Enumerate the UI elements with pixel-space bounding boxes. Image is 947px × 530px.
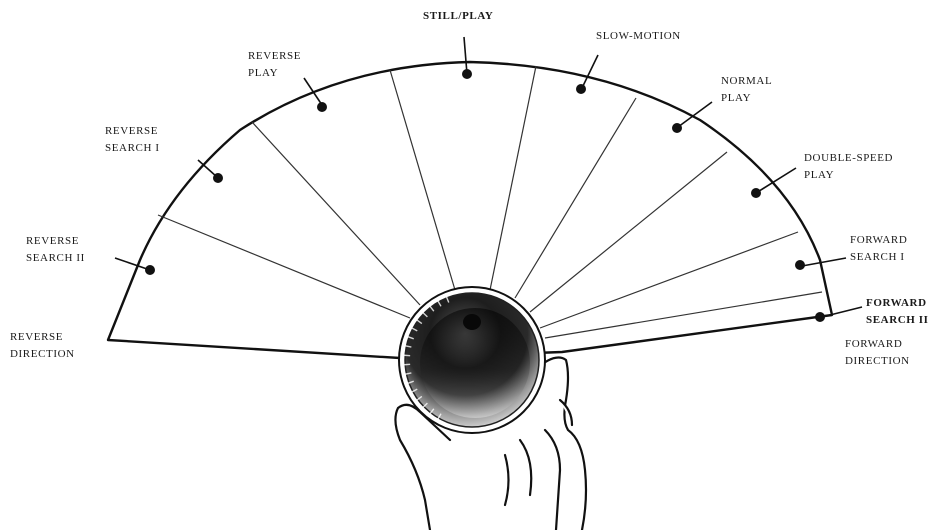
label-still-play: STILL/PLAY: [423, 8, 493, 25]
segment-divider-line: [515, 98, 636, 298]
label-text: REVERSE: [248, 48, 301, 65]
label-text: DOUBLE-SPEED: [804, 150, 893, 167]
leader-line: [464, 37, 467, 74]
shuttle-knob-icon: [399, 287, 545, 433]
label-reverse-search-1: REVERSE SEARCH I: [105, 123, 160, 157]
label-forward-search-2: FORWARD SEARCH II: [866, 295, 929, 329]
label-text: FORWARD: [866, 295, 929, 312]
label-text: FORWARD: [845, 336, 910, 353]
segment-divider-line: [390, 70, 455, 290]
label-reverse-play: REVERSE PLAY: [248, 48, 301, 82]
segment-divider-line: [530, 152, 727, 312]
label-text: SEARCH II: [866, 312, 929, 329]
label-text: REVERSE: [10, 329, 75, 346]
segment-divider-line: [252, 122, 420, 305]
label-text: STILL/PLAY: [423, 8, 493, 25]
label-text: SEARCH II: [26, 250, 85, 267]
label-text: SEARCH I: [850, 249, 907, 266]
label-forward-search-1: FORWARD SEARCH I: [850, 232, 907, 266]
label-forward-direction: FORWARD DIRECTION: [845, 336, 910, 370]
knob-knurl-tick: [402, 364, 410, 365]
position-dot: [317, 102, 327, 112]
segment-divider-line: [490, 66, 536, 290]
label-text: NORMAL: [721, 73, 772, 90]
knob-knurl-tick: [402, 355, 410, 356]
leader-line: [802, 258, 846, 266]
label-text: DIRECTION: [10, 346, 75, 363]
leader-line: [822, 307, 862, 317]
leader-line: [304, 78, 322, 105]
label-reverse-direction: REVERSE DIRECTION: [10, 329, 75, 363]
label-text: DIRECTION: [845, 353, 910, 370]
label-text: SEARCH I: [105, 140, 160, 157]
leader-line: [115, 258, 150, 270]
label-text: PLAY: [248, 65, 301, 82]
segment-divider-line: [545, 292, 822, 338]
label-text: PLAY: [804, 167, 893, 184]
label-double-speed-play: DOUBLE-SPEED PLAY: [804, 150, 893, 184]
label-reverse-search-2: REVERSE SEARCH II: [26, 233, 85, 267]
position-dot: [576, 84, 586, 94]
label-normal-play: NORMAL PLAY: [721, 73, 772, 107]
label-text: REVERSE: [26, 233, 85, 250]
segment-divider-line: [158, 215, 410, 318]
leader-line: [582, 55, 598, 88]
label-text: FORWARD: [850, 232, 907, 249]
segment-divider-line: [540, 232, 798, 328]
label-text: REVERSE: [105, 123, 160, 140]
label-text: PLAY: [721, 90, 772, 107]
label-slow-motion: SLOW-MOTION: [596, 28, 681, 45]
label-text: SLOW-MOTION: [596, 28, 681, 45]
